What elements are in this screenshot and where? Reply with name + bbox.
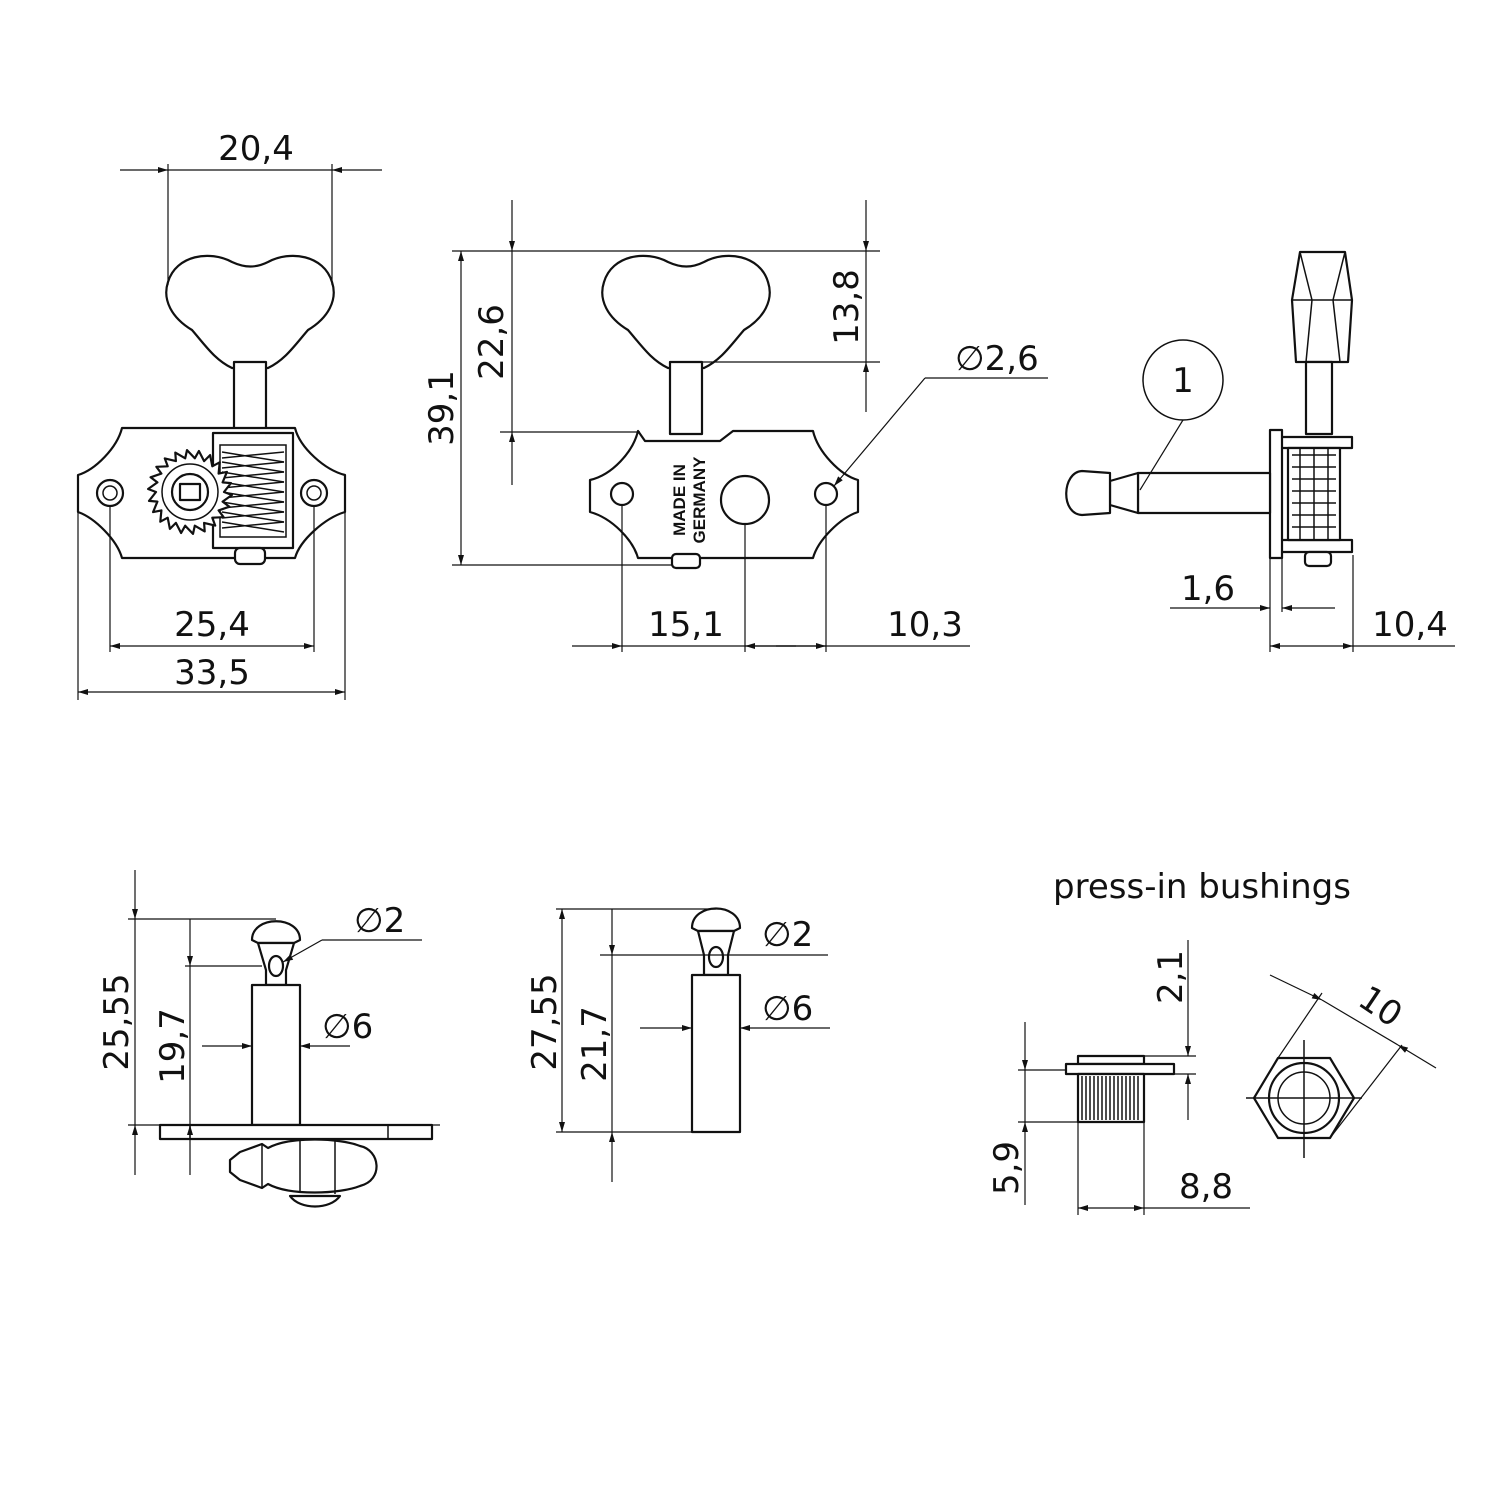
back-view: MADE IN GERMANY xyxy=(588,254,860,570)
dim-back-knob-top: 13,8 xyxy=(827,269,867,345)
callout-number: 1 xyxy=(1172,361,1194,401)
bushing-knurl xyxy=(1081,1076,1139,1120)
front-knob xyxy=(165,254,335,370)
dim-back-hole-to-post: 15,1 xyxy=(648,605,724,645)
side-gear-teeth xyxy=(1292,448,1336,540)
side-post-cap xyxy=(1065,469,1112,517)
side-knob xyxy=(1290,250,1354,364)
bushing-dimensions: 2,1 5,9 8,8 10 xyxy=(987,940,1437,1215)
bushing-top-view xyxy=(1246,1040,1362,1158)
dim-bushing-hex-width: 10 xyxy=(1351,978,1409,1035)
dim-post-b-post-diameter: ∅6 xyxy=(762,989,813,1029)
dim-back-hole-diameter: ∅2,6 xyxy=(955,339,1039,379)
back-knob xyxy=(601,254,771,370)
dim-post-a-post-diameter: ∅6 xyxy=(322,1007,373,1047)
post-a-shaft xyxy=(250,983,302,1127)
front-stem xyxy=(232,360,268,436)
dim-back-knob-height: 22,6 xyxy=(472,304,512,380)
front-hole-left xyxy=(95,478,125,508)
post-b-shaft xyxy=(690,973,742,1134)
dim-bushing-flange-height: 2,1 xyxy=(1151,950,1191,1004)
side-stem xyxy=(1304,360,1334,436)
post-a-view xyxy=(158,920,434,1208)
front-hole-right-inner xyxy=(306,485,322,501)
dim-bushing-height: 5,9 xyxy=(987,1141,1027,1195)
front-shaft-tip xyxy=(233,546,267,566)
post-a-string-hole xyxy=(267,954,285,978)
front-view xyxy=(76,254,347,566)
post-a-plate xyxy=(158,1123,434,1141)
dim-back-post-to-hole: 10,3 xyxy=(887,605,963,645)
dim-post-a-hole-diameter: ∅2 xyxy=(354,901,405,941)
stamp-line-1: MADE IN xyxy=(670,464,689,536)
post-b-string-hole xyxy=(707,945,725,969)
post-b-view xyxy=(690,907,742,1134)
side-post-neck xyxy=(1108,471,1140,515)
back-stem xyxy=(668,360,704,436)
post-b-dimensions: 27,55 21,7 ∅2 ∅6 xyxy=(525,908,830,1182)
dim-side-plate-thickness: 1,6 xyxy=(1181,569,1235,609)
post-a-key-hub xyxy=(288,1194,342,1208)
side-dimensions: 1,6 10,4 xyxy=(1170,555,1455,652)
post-a-cap xyxy=(250,920,302,945)
front-hole-right xyxy=(299,478,329,508)
post-a-dimensions: 25,55 19,7 ∅2 ∅6 xyxy=(97,870,440,1175)
dim-front-hole-spacing: 25,4 xyxy=(174,605,250,645)
side-shaft-tip xyxy=(1303,550,1333,568)
back-hole-right xyxy=(813,481,839,507)
post-b-cap xyxy=(690,907,742,933)
dim-bushing-diameter: 8,8 xyxy=(1179,1167,1233,1207)
front-hole-left-inner xyxy=(102,485,118,501)
stamp-line-2: GERMANY xyxy=(690,456,709,544)
bushing-flange xyxy=(1064,1062,1176,1076)
dim-front-plate-width: 33,5 xyxy=(174,653,250,693)
side-plate xyxy=(1268,428,1284,560)
side-post xyxy=(1136,471,1272,515)
bushings-title: press-in bushings xyxy=(1053,867,1351,907)
front-dimensions: 20,4 25,4 33,5 xyxy=(77,129,382,700)
back-shaft-tip xyxy=(670,552,702,570)
dim-side-depth: 10,4 xyxy=(1372,605,1448,645)
back-hole-left xyxy=(609,481,635,507)
bushing-side-view xyxy=(1064,1054,1176,1124)
dim-post-b-string-height: 21,7 xyxy=(575,1006,615,1082)
dim-post-b-hole-diameter: ∅2 xyxy=(762,915,813,955)
dim-back-total-height: 39,1 xyxy=(422,370,462,446)
post-a-key xyxy=(228,1138,378,1194)
front-gear xyxy=(147,449,233,535)
dim-post-a-string-height: 19,7 xyxy=(153,1008,193,1084)
dim-post-a-total-height: 25,55 xyxy=(97,973,137,1070)
back-post-hole xyxy=(719,474,771,526)
back-dimensions: 39,1 22,6 13,8 ∅2,6 15,1 10,3 xyxy=(422,200,1048,652)
bushing-top-ring xyxy=(1076,1054,1146,1066)
side-view: 1 xyxy=(1065,250,1354,568)
bushing-body xyxy=(1076,1072,1146,1124)
front-worm-coils xyxy=(221,451,285,533)
dim-post-b-total-height: 27,55 xyxy=(525,973,565,1070)
dim-front-knob-width: 20,4 xyxy=(218,129,294,169)
